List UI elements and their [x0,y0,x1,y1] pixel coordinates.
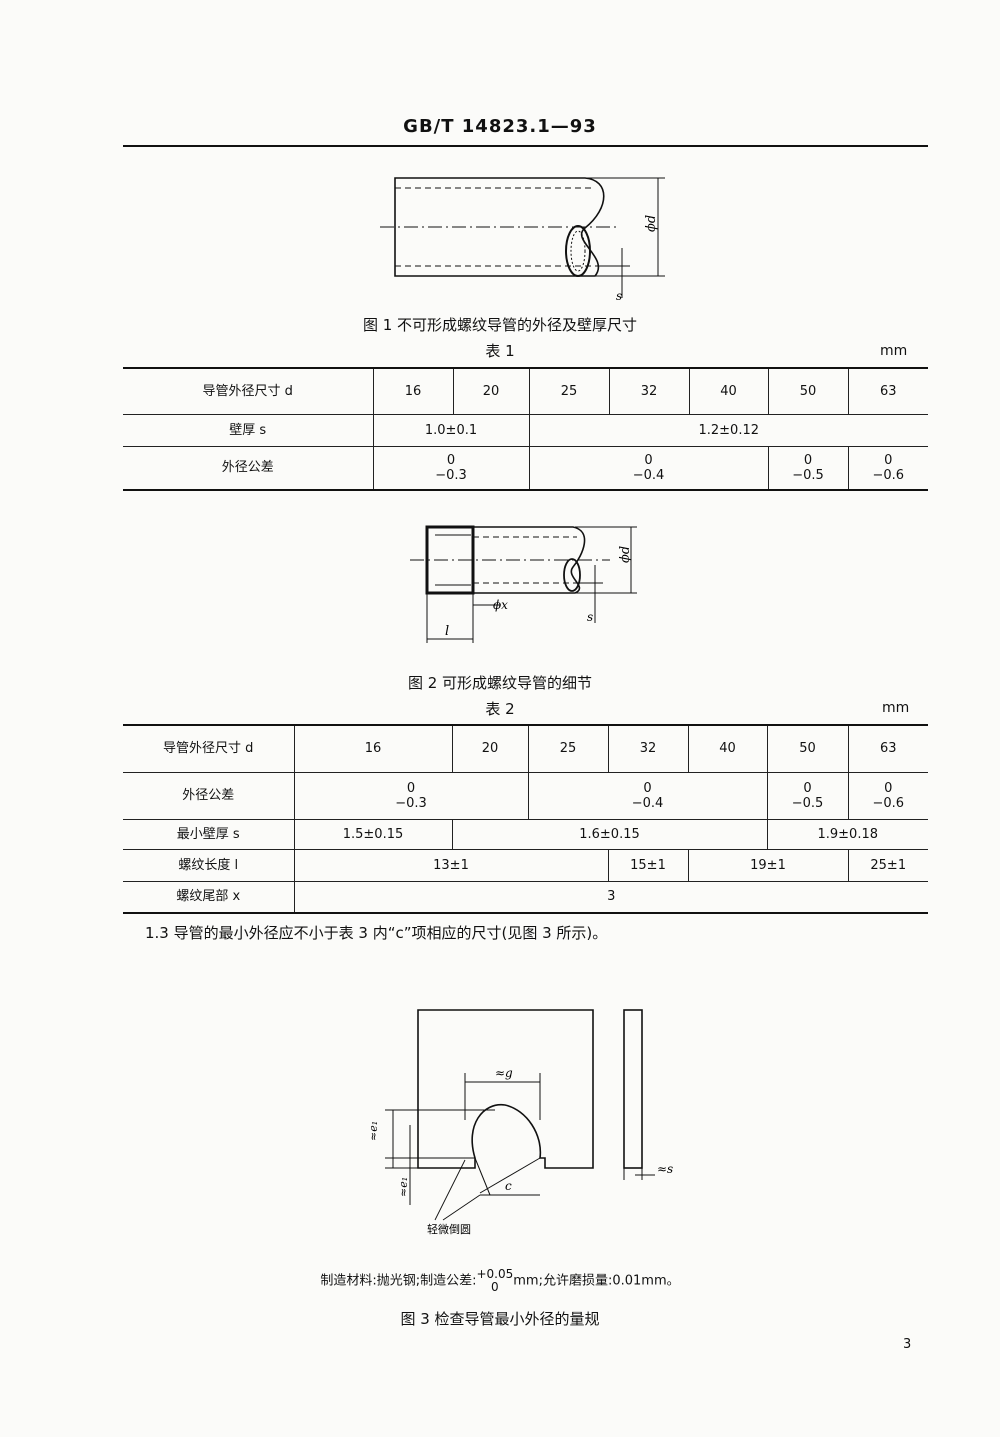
page-number: 3 [903,1337,912,1352]
table-2-cell: 13±1 [293,849,608,881]
table-1-cell: 16 [372,368,453,414]
table-1-row-wall: 壁厚 s 1.0±0.1 1.2±0.12 [123,414,928,446]
table-2-cell: 0−0.3 [293,772,528,819]
note-suffix: mm;允许磨损量:0.01mm。 [513,1273,680,1289]
table-2-cell: 1.5±0.15 [293,819,452,849]
table-2-cell: 63 [847,725,928,772]
table-1-cell: 0−0.5 [767,446,848,490]
fig2-label-length: l [445,624,449,639]
figure-2-drawing: ϕd s ϕx l [410,525,637,643]
table-2-header-min-wall: 最小壁厚 s [176,826,240,842]
table-2-cell: 50 [766,725,848,772]
table-2-row-min-wall: 最小壁厚 s 1.5±0.15 1.6±0.15 1.9±0.18 [123,819,928,849]
table-2-cell: 19±1 [687,849,848,881]
fig1-label-wall: s [616,289,622,303]
table-1-cell: 63 [847,368,928,414]
table-1-header-diameter: 导管外径尺寸 d [202,383,293,399]
table-2-cell: 1.6±0.15 [451,819,767,849]
table-1-row-diameter: 导管外径尺寸 d 16 20 25 32 40 50 63 [123,368,928,414]
fig2-label-wall: s [587,610,593,624]
fig2-label-diameter: ϕd [618,546,633,563]
table-1-cell: 1.2±0.12 [528,414,928,446]
fig3-gauge-plate [417,1009,594,1169]
table-2-cell: 25±1 [847,849,928,881]
fig1-label-diameter: ϕd [644,215,659,232]
table-2-cell: 25 [527,725,608,772]
table-2-cell: 32 [607,725,688,772]
note-tol-lower: 0 [491,1280,499,1294]
fig1-tube-outline [394,177,605,277]
table-2-header-diameter: 导管外径尺寸 d [163,741,254,757]
table-2-unit: mm [882,700,910,716]
note-tol-upper: +0.05 [476,1267,514,1281]
fig3-label-s: ≈s [657,1162,673,1176]
figure-1-caption: 图 1 不可形成螺纹导管的外径及壁厚尺寸 [362,316,638,334]
fig2-tube-outline [426,526,586,594]
table-2-cell: 1.9±0.18 [766,819,928,849]
table-1-title: 表 1 [485,342,515,360]
table-2-title: 表 2 [485,700,515,718]
figure-1-drawing: ϕd s [380,177,665,303]
table-2-cell: 3 [293,881,928,913]
fig3-gauge-side [623,1009,643,1169]
table-1-cell: 20 [452,368,529,414]
figure-3-caption: 图 3 检查导管最小外径的量规 [400,1310,600,1328]
table-2-cell: 0−0.5 [766,772,848,819]
table-2-row-thread-length: 螺纹长度 l 13±1 15±1 19±1 25±1 [123,849,928,881]
table-1-cell: 25 [528,368,609,414]
table-2-cell: 15±1 [607,849,688,881]
table-2-cell: 20 [451,725,528,772]
table-1-cell: 0−0.4 [528,446,768,490]
fig1-section [565,225,591,277]
table-2-cell: 0−0.4 [527,772,767,819]
fig2-thread-section [425,525,475,595]
table-2-header-thread-tail: 螺纹尾部 x [176,889,241,905]
figure-2-caption: 图 2 可形成螺纹导管的细节 [407,674,593,692]
fig3-label-c: c [505,1179,512,1193]
table-2-cell: 0−0.6 [847,772,928,819]
table-2-row-diameter: 导管外径尺寸 d 16 20 25 32 40 50 63 [123,725,928,772]
table-1-cell: 32 [608,368,689,414]
note-prefix: 制造材料:抛光钢;制造公差: [320,1273,477,1289]
table-1-row-tolerance: 外径公差 0−0.3 0−0.4 0−0.5 0−0.6 [123,446,928,490]
table-2-cell: 40 [687,725,767,772]
table-1-cell: 0−0.3 [372,446,529,490]
table-2-row-tolerance: 外径公差 0−0.3 0−0.4 0−0.5 0−0.6 [123,772,928,819]
header-rule [123,145,928,147]
fig2-label-tail: ϕx [493,598,508,612]
fig3-label-e1-bottom: ≈e₁ [397,1177,410,1197]
fig3-label-g: ≈g [495,1066,513,1080]
table-1-cell: 40 [688,368,768,414]
table-2-header-tolerance: 外径公差 [182,788,235,803]
table-1-cell: 0−0.6 [847,446,928,490]
figure-3-drawing: ≈g ≈e₁ ≈e₁ c ≈s 轻微倒圆 [367,1009,673,1235]
table-1-header-wall: 壁厚 s [229,422,267,438]
table-1-unit: mm [880,343,908,359]
document-header: GB/T 14823.1—93 [403,116,597,137]
table-2: 导管外径尺寸 d 16 20 25 32 40 50 63 外径公差 0−0.3… [123,724,928,914]
fig3-label-chamfer: 轻微倒圆 [427,1222,471,1235]
paragraph-1-3: 1.3 导管的最小外径应不小于表 3 内“c”项相应的尺寸(见图 3 所示)。 [145,924,608,942]
table-2-cell: 16 [293,725,452,772]
table-1-header-tolerance: 外径公差 [221,460,274,476]
table-1-cell: 1.0±0.1 [372,414,529,446]
table-2-header-thread-length: 螺纹长度 l [178,857,239,873]
table-1: 导管外径尺寸 d 16 20 25 32 40 50 63 壁厚 s 1.0±0… [123,367,928,491]
table-2-row-thread-tail: 螺纹尾部 x 3 [123,881,928,913]
fig3-label-e1-top: ≈e₁ [367,1121,380,1141]
table-1-cell: 50 [767,368,848,414]
